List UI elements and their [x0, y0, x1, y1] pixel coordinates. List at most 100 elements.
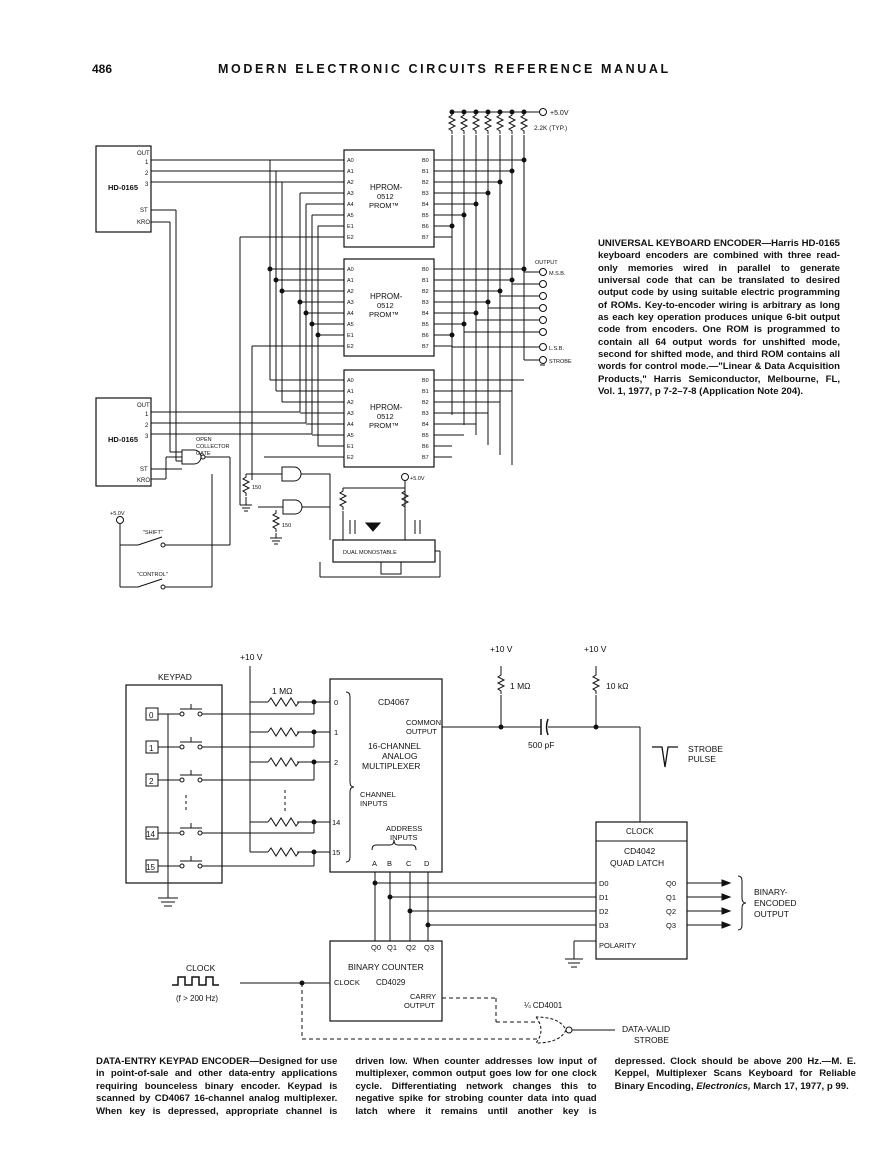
mux-ch-0: 0: [334, 698, 338, 707]
enc2-pin-1: 1: [145, 412, 149, 418]
mux-part: CD4067: [378, 697, 409, 707]
enc2-pin-out: OUT: [137, 403, 150, 409]
rom3-pin-b5: B5: [422, 433, 429, 439]
rom2-pin-a2: A2: [347, 289, 354, 295]
clock-frequency: (f > 200 Hz): [176, 994, 218, 1003]
clock-label: CLOCK: [186, 963, 216, 973]
rom3-type: PROM™: [369, 421, 399, 430]
enc1-pin-3: 3: [145, 182, 149, 188]
key-2: 2: [149, 777, 154, 786]
strobe-label: STROBE: [549, 359, 572, 365]
mux-addr-b: B: [387, 859, 392, 868]
mux-ch-14: 14: [332, 818, 340, 827]
counter-q0: Q0: [371, 943, 381, 952]
key-14: 14: [146, 830, 155, 839]
data-valid-1: DATA-VALID: [622, 1024, 670, 1034]
rom1-pin-b6: B6: [422, 224, 429, 230]
rom1-pin-b2: B2: [422, 180, 429, 186]
rom1-type: PROM™: [369, 201, 399, 210]
latch-q0: Q0: [666, 879, 676, 888]
caption-universal-keyboard-encoder: UNIVERSAL KEYBOARD ENCODER—Harris HD-016…: [598, 238, 840, 398]
caption2-cite: March 17, 1977, p 99.: [750, 1080, 849, 1092]
lsb-label: L.S.B.: [549, 346, 564, 352]
counter-q3: Q3: [424, 943, 434, 952]
binary-out-3: OUTPUT: [754, 909, 789, 919]
rom2-number: 0512: [377, 301, 394, 310]
caption2-headline: DATA-ENTRY KEYPAD ENCODER: [96, 1056, 250, 1067]
key-0: 0: [149, 711, 154, 720]
rom1-pin-e1: E1: [347, 224, 354, 230]
counter-q2: Q2: [406, 943, 416, 952]
latch-polarity: POLARITY: [599, 941, 636, 950]
mux-channel: CHANNEL: [360, 790, 396, 799]
pullup-label: 2.2K (TYP.): [534, 125, 567, 132]
rom3-pin-e1: E1: [347, 444, 354, 450]
rom1-pin-a5: A5: [347, 213, 354, 219]
rom2-type: PROM™: [369, 310, 399, 319]
mux-desc-2: ANALOG: [382, 751, 417, 761]
resistor-10k: 10 kΩ: [606, 681, 628, 691]
msb-label: M.S.B.: [549, 271, 566, 277]
gate-label-line2: COLLECTOR: [196, 444, 230, 450]
rom1-pin-e2: E2: [347, 235, 354, 241]
enc1-pin-st: ST: [140, 208, 148, 214]
rom2-pin-a0: A0: [347, 267, 354, 273]
rom3-pin-a5: A5: [347, 433, 354, 439]
rom3-pin-e2: E2: [347, 455, 354, 461]
rom1-number: 0512: [377, 192, 394, 201]
enc1-pin-out: OUT: [137, 151, 150, 157]
counter-part: CD4029: [376, 978, 406, 987]
rom1-pin-b0: B0: [422, 158, 429, 164]
rom1-pin-a3: A3: [347, 191, 354, 197]
latch-part: CD4042: [624, 846, 655, 856]
latch-d2: D2: [599, 907, 609, 916]
key-15: 15: [146, 863, 155, 872]
rom3-pin-a4: A4: [347, 422, 354, 428]
strobe-pulse-line2: PULSE: [688, 754, 716, 764]
caption-data-entry-keypad-encoder: DATA-ENTRY KEYPAD ENCODER—Designed for u…: [96, 1056, 856, 1118]
keypad-label: KEYPAD: [158, 672, 192, 682]
enc1-pin-2: 2: [145, 171, 149, 177]
rom1-pin-a4: A4: [347, 202, 354, 208]
caption2-journal: Electronics,: [696, 1080, 751, 1092]
mux-ch-2: 2: [334, 758, 338, 767]
caption2-text: DATA-ENTRY KEYPAD ENCODER—Designed for u…: [96, 1056, 856, 1118]
latch-q2: Q2: [666, 907, 676, 916]
resistor-1m-a: 1 MΩ: [272, 686, 293, 696]
encoder1-label: HD-0165: [108, 183, 138, 192]
mux-output: OUTPUT: [406, 727, 437, 736]
rom2-pin-b2: B2: [422, 289, 429, 295]
strobe-pulse-line1: STROBE: [688, 744, 723, 754]
resistor-150-a: 150: [252, 485, 261, 491]
caption1-headline: UNIVERSAL KEYBOARD ENCODER: [598, 238, 762, 249]
resistor-1m-b: 1 MΩ: [510, 681, 531, 691]
mux-channel-inputs: INPUTS: [360, 799, 388, 808]
nor-gate-label: ¼ CD4001: [524, 1001, 563, 1010]
rom3-pin-a3: A3: [347, 411, 354, 417]
control-label: "CONTROL": [137, 572, 168, 578]
rom3-pin-b3: B3: [422, 411, 429, 417]
rom2-pin-b3: B3: [422, 300, 429, 306]
mux-addr-c: C: [406, 859, 412, 868]
rom1-pin-b3: B3: [422, 191, 429, 197]
enc1-pin-1: 1: [145, 160, 149, 166]
caption1-body: —Harris HD-0165 keyboard encoders are co…: [598, 238, 840, 398]
rom2-name: HPROM-: [370, 292, 403, 301]
supply-label: +5.0V: [550, 110, 569, 117]
counter-clock-pin: CLOCK: [334, 978, 360, 987]
supply-10v-b: +10 V: [490, 644, 513, 654]
mux-address: ADDRESS: [386, 824, 422, 833]
rom1-pin-a1: A1: [347, 169, 354, 175]
figure-data-entry-keypad-encoder: [125, 666, 747, 1044]
rom2-pin-a3: A3: [347, 300, 354, 306]
enc1-pin-kro: KRO: [137, 220, 150, 226]
data-valid-2: STROBE: [634, 1035, 669, 1045]
rom2-pin-b7: B7: [422, 344, 429, 350]
encoder2-label: HD-0165: [108, 435, 138, 444]
mux-common: COMMON: [406, 718, 441, 727]
gate-label-line1: OPEN: [196, 437, 212, 443]
supply-10v-c: +10 V: [584, 644, 607, 654]
latch-clock: CLOCK: [626, 827, 654, 836]
latch-q1: Q1: [666, 893, 676, 902]
